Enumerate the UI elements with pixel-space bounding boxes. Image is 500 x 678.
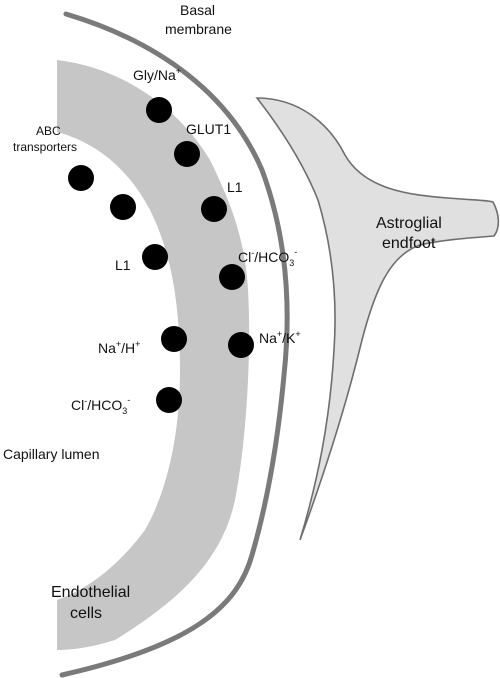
basal-membrane-label-line2: membrane: [165, 21, 232, 37]
l1-left-label: L1: [115, 257, 131, 273]
na-k-label: Na+/K+: [259, 329, 301, 346]
transporter-marker-glut1: [174, 141, 200, 167]
astroglial-endfoot-label-line1: Astroglial: [376, 215, 442, 232]
glut1-label: GLUT1: [186, 121, 231, 137]
basal-membrane-label-line1: Basal: [180, 2, 215, 18]
cl-hco3-left-label: Cl-/HCO3-: [71, 395, 130, 416]
cl-hco3-right-label: Cl-/HCO3-: [238, 247, 297, 268]
abc-transporters-label-line1: ABC: [36, 124, 61, 138]
transporter-marker-l1-right: [201, 196, 227, 222]
transporter-marker-abc: [68, 165, 94, 191]
transporter-marker-na-k: [228, 332, 254, 358]
gly-na-label: Gly/Na+: [133, 66, 181, 83]
transporter-marker-cl-hco3-left: [156, 387, 182, 413]
transporter-markers: [68, 97, 254, 413]
transporter-marker-l1-left: [142, 244, 168, 270]
endothelial-cells-label-line2: cells: [70, 605, 102, 622]
endothelial-cells-label-line1: Endothelial: [51, 584, 130, 601]
astroglial-endfoot-shape: [255, 97, 500, 541]
endothelial-cell-layer: [57, 60, 250, 650]
transporter-marker-cl-hco3-right: [219, 264, 245, 290]
abc-transporters-label-line2: transporters: [13, 140, 77, 154]
transporter-marker-gly-na: [146, 97, 172, 123]
astroglial-endfoot-label-line2: endfoot: [382, 235, 436, 252]
transporter-marker-abc-2: [110, 194, 136, 220]
na-h-label: Na+/H+: [98, 339, 140, 356]
capillary-lumen-label: Capillary lumen: [3, 446, 99, 462]
transporter-marker-na-h: [161, 326, 187, 352]
basal-membrane-line: [59, 11, 290, 678]
l1-right-label: L1: [227, 179, 243, 195]
